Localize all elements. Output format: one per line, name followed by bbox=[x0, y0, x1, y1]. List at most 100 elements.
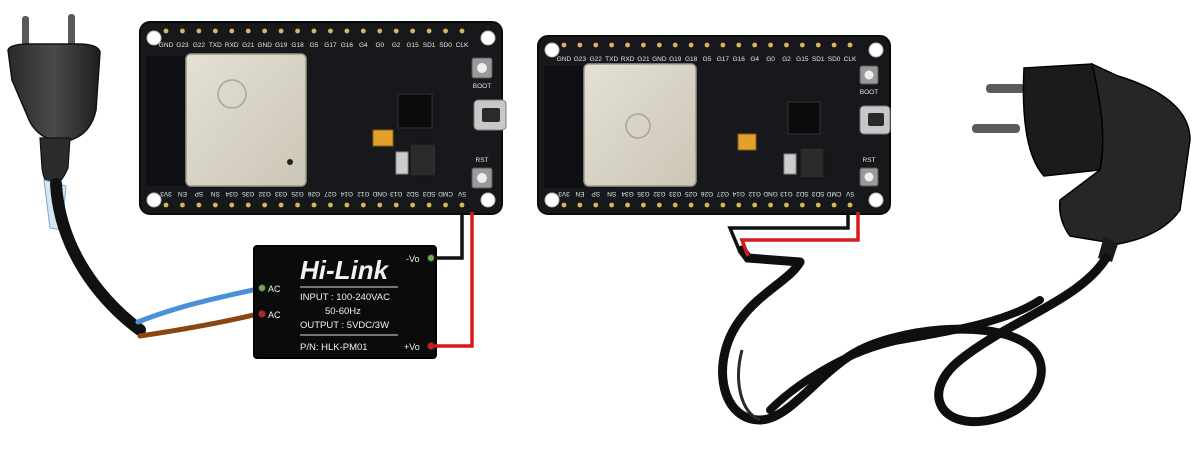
wire-gnd-board2 bbox=[727, 212, 850, 253]
bottom-pin-label: G25 bbox=[685, 190, 698, 197]
top-pin-label: G21 bbox=[637, 56, 650, 63]
mains-cable bbox=[50, 178, 146, 336]
top-pin-label: RXD bbox=[621, 56, 635, 63]
adapter-body bbox=[1058, 62, 1191, 245]
vo-plus-label: +Vo bbox=[404, 342, 420, 352]
mounting-hole bbox=[544, 192, 560, 208]
bottom-pin-label: G32 bbox=[653, 190, 666, 197]
top-pin-label: SD1 bbox=[812, 56, 825, 63]
header-pin bbox=[443, 28, 448, 34]
header-pin bbox=[736, 202, 742, 208]
header-pin bbox=[459, 202, 465, 208]
header-pin bbox=[672, 42, 678, 48]
mounting-hole bbox=[544, 42, 560, 58]
vo-plus-terminal bbox=[427, 342, 435, 350]
bottom-pin-label: G14 bbox=[340, 190, 353, 197]
top-pin-label: G19 bbox=[669, 56, 682, 63]
header-pin bbox=[784, 42, 789, 48]
diode bbox=[783, 153, 797, 175]
module-logo bbox=[217, 79, 247, 109]
header-pin bbox=[609, 202, 615, 208]
top-pin-label: G18 bbox=[291, 42, 304, 49]
header-pin bbox=[704, 202, 710, 208]
header-pin bbox=[311, 202, 317, 208]
mounting-hole bbox=[480, 192, 496, 208]
top-pin-label: G5 bbox=[703, 56, 712, 63]
adapter-plug-face bbox=[1022, 63, 1107, 177]
bottom-pin-label: 3V3 bbox=[160, 190, 172, 197]
top-pin-label: G16 bbox=[341, 42, 354, 49]
bottom-pin-label: G35 bbox=[242, 190, 255, 197]
mounting-hole bbox=[146, 30, 162, 46]
module-dot bbox=[287, 159, 293, 165]
regulator bbox=[409, 143, 437, 177]
esp32-module-shield bbox=[185, 53, 307, 187]
header-pin bbox=[328, 28, 333, 34]
header-pin bbox=[561, 202, 567, 208]
hilink-frequency: 50-60Hz bbox=[325, 306, 361, 317]
bottom-pin-label: SD3 bbox=[812, 190, 825, 197]
esp32-module-shield bbox=[583, 63, 697, 187]
top-pin-label: G22 bbox=[590, 56, 603, 63]
header-pin bbox=[245, 28, 251, 34]
header-pin bbox=[577, 202, 583, 208]
micro-usb-opening bbox=[482, 108, 500, 122]
header-pin bbox=[393, 28, 399, 34]
header-pin bbox=[815, 42, 821, 48]
bottom-pin-label: G34 bbox=[225, 190, 238, 197]
top-pin-label: GND bbox=[257, 42, 272, 49]
header-pin bbox=[784, 202, 789, 208]
bottom-pin-label: G34 bbox=[621, 190, 634, 197]
header-pin bbox=[295, 202, 300, 208]
header-pin bbox=[180, 202, 185, 208]
plug-body bbox=[7, 43, 101, 143]
cable-coil bbox=[766, 296, 1044, 414]
header-pin bbox=[212, 202, 218, 208]
header-pin bbox=[344, 28, 350, 34]
header-pin bbox=[262, 202, 268, 208]
header-pin bbox=[799, 42, 805, 48]
bottom-pin-label: 5V bbox=[457, 190, 466, 197]
top-pin-label: CLK bbox=[456, 42, 469, 49]
header-pin bbox=[262, 28, 268, 34]
header-pin bbox=[459, 28, 465, 34]
hilink-part-number: P/N: HLK-PM01 bbox=[300, 342, 368, 353]
top-pin-label: G21 bbox=[242, 42, 255, 49]
adapter-pin bbox=[972, 124, 1020, 133]
bottom-pin-label: G14 bbox=[732, 190, 745, 197]
header-pin bbox=[831, 42, 837, 48]
bottom-pin-label: G12 bbox=[748, 190, 761, 197]
header-pin bbox=[426, 202, 432, 208]
wire-blue bbox=[135, 285, 265, 325]
wire-5v-board1 bbox=[434, 212, 474, 348]
header-pin bbox=[831, 202, 837, 208]
top-pin-label: G23 bbox=[574, 56, 587, 63]
header-pin bbox=[443, 202, 448, 208]
header-pin bbox=[656, 42, 662, 48]
bottom-pin-label: EN bbox=[575, 190, 584, 197]
module-logo bbox=[625, 113, 651, 139]
header-pin bbox=[278, 28, 284, 34]
bottom-pin-label: SP bbox=[591, 190, 600, 197]
header-pin bbox=[799, 202, 805, 208]
header-pin bbox=[180, 28, 185, 34]
rst-label: RST bbox=[863, 157, 876, 164]
wire-gnd-board1 bbox=[434, 212, 464, 260]
top-pin-label: GND bbox=[159, 42, 174, 49]
top-pin-label: G0 bbox=[375, 42, 384, 49]
usb-uart-chip bbox=[397, 93, 433, 129]
ac-label-1: AC bbox=[268, 284, 281, 294]
header-pin bbox=[847, 42, 853, 48]
header-pin bbox=[377, 202, 383, 208]
capacitor bbox=[372, 129, 394, 147]
top-pin-label: SD0 bbox=[828, 56, 841, 63]
vo-minus-terminal bbox=[427, 254, 435, 262]
top-pin-label: G2 bbox=[392, 42, 401, 49]
header-pin bbox=[609, 42, 615, 48]
ac-terminal bbox=[258, 284, 266, 292]
header-pin bbox=[295, 28, 300, 34]
header-pin bbox=[752, 202, 758, 208]
header-pin bbox=[688, 42, 694, 48]
top-pin-label: G4 bbox=[750, 56, 759, 63]
